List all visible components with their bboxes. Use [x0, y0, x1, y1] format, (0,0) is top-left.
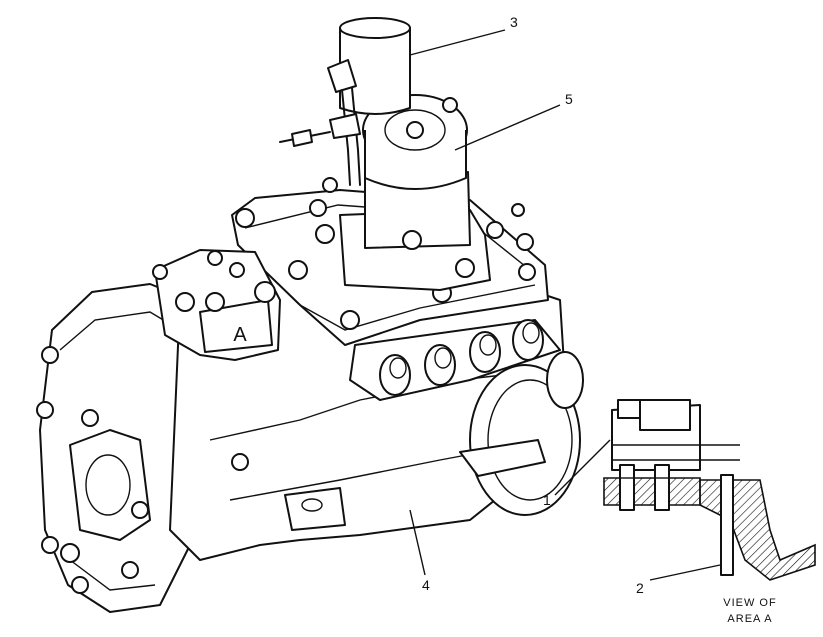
- callout-2: 2: [636, 580, 644, 596]
- leader-5: [454, 104, 561, 151]
- area-a-bracket: A: [152, 249, 281, 361]
- callout-labels: 3 5 4 1 2: [422, 14, 644, 596]
- callout-leaders: [409, 29, 721, 581]
- callout-1: 1: [543, 492, 551, 508]
- area-a-marker: A: [233, 324, 247, 346]
- pump-housing: [39, 189, 584, 613]
- view-caption: VIEW OF AREA A: [723, 597, 776, 625]
- shutoff-cylinder: [279, 17, 411, 186]
- leader-1: [554, 439, 611, 496]
- leader-4: [409, 509, 426, 576]
- callout-3: 3: [510, 14, 518, 30]
- view-caption-line-1: VIEW OF: [723, 597, 776, 609]
- view-of-area-a-detail: [603, 399, 816, 581]
- view-caption-line-2: AREA A: [727, 613, 772, 625]
- leader-2: [649, 564, 721, 581]
- outlet-4: [512, 319, 544, 361]
- outlet-2: [424, 344, 456, 386]
- callout-5: 5: [565, 91, 573, 107]
- leader-3: [409, 29, 506, 56]
- outlet-3: [469, 331, 501, 373]
- outlet-1: [379, 354, 411, 396]
- callout-4: 4: [422, 577, 430, 593]
- governor-end-cover: [36, 346, 249, 594]
- delivery-valve-holders: [349, 319, 561, 401]
- solenoid-assembly: [339, 94, 525, 291]
